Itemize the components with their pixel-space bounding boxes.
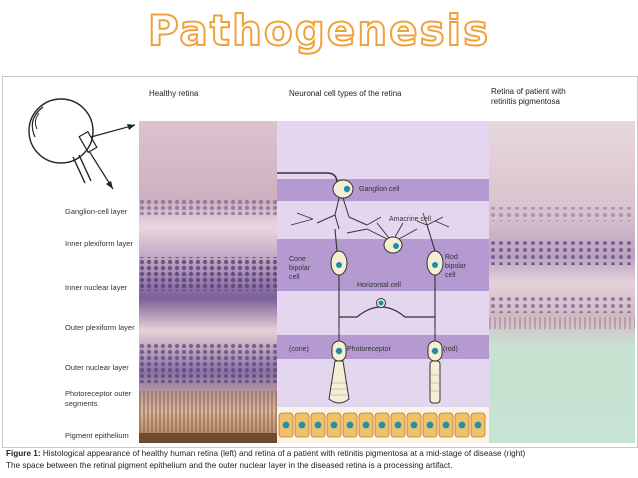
figure-frame: Healthy retina Neuronal cell types of th… (2, 76, 638, 448)
label-cone-bipolar-3: cell (289, 274, 300, 281)
label-cone: (cone) (289, 346, 309, 353)
label-cone-bipolar-2: bipolar (289, 265, 311, 272)
label-rod-bipolar-1: Rod (445, 254, 458, 261)
healthy-retina-image (139, 121, 277, 443)
layer-label-pigment-epithelium: Pigment epithelium (65, 431, 129, 440)
eye-schematic (28, 98, 136, 190)
figure-label: Figure 1: (6, 449, 41, 458)
layer-label-ganglion: Ganglion-cell layer (65, 207, 128, 216)
caption-line-2: The space between the retinal pigment ep… (6, 461, 453, 470)
label-horizontal-cell: Horizontal cell (357, 282, 401, 289)
caption-line-1: Figure 1: Histological appearance of hea… (6, 448, 632, 460)
label-rod-bipolar-3: cell (445, 272, 456, 279)
healthy-retina-header: Healthy retina (149, 89, 199, 98)
label-rod: (rod) (443, 346, 458, 353)
label-ganglion-cell: Ganglion cell (359, 186, 400, 193)
label-cone-bipolar-1: Cone (289, 256, 306, 263)
band-outer-nuclear (277, 335, 489, 359)
ganglion-nucleus (343, 185, 351, 193)
neuronal-cell-diagram: Ganglion cell Amacrine cell Cone bipolar… (277, 121, 489, 443)
layer-label-photoreceptor-outer: Photoreceptor outer (65, 389, 132, 398)
diseased-retina-image (489, 121, 635, 443)
page-title: Pathogenesis (147, 5, 491, 56)
label-amacrine-cell: Amacrine cell (389, 216, 431, 223)
neuronal-cell-types-header: Neuronal cell types of the retina (289, 89, 402, 98)
band-inner-nuclear (277, 239, 489, 291)
layer-label-inner-nuclear: Inner nuclear layer (65, 283, 128, 292)
band-ganglion (277, 179, 489, 201)
layer-label-outer-plexiform: Outer plexiform layer (65, 323, 135, 332)
label-photoreceptor: Photoreceptor (347, 346, 392, 353)
patient-retina-header-line1: Retina of patient with (491, 87, 566, 96)
label-rod-bipolar-2: bipolar (445, 263, 467, 270)
figure-caption: Figure 1: Histological appearance of hea… (6, 448, 632, 472)
pigment-cells (278, 412, 486, 438)
patient-retina-header-line2: retinitis pigmentosa (491, 97, 560, 106)
layer-label-inner-plexiform: Inner plexiform layer (65, 239, 133, 248)
layer-label-outer-nuclear: Outer nuclear layer (65, 363, 129, 372)
caption-text-1: Histological appearance of healthy human… (40, 449, 526, 458)
layer-label-segments: segments (65, 399, 98, 408)
